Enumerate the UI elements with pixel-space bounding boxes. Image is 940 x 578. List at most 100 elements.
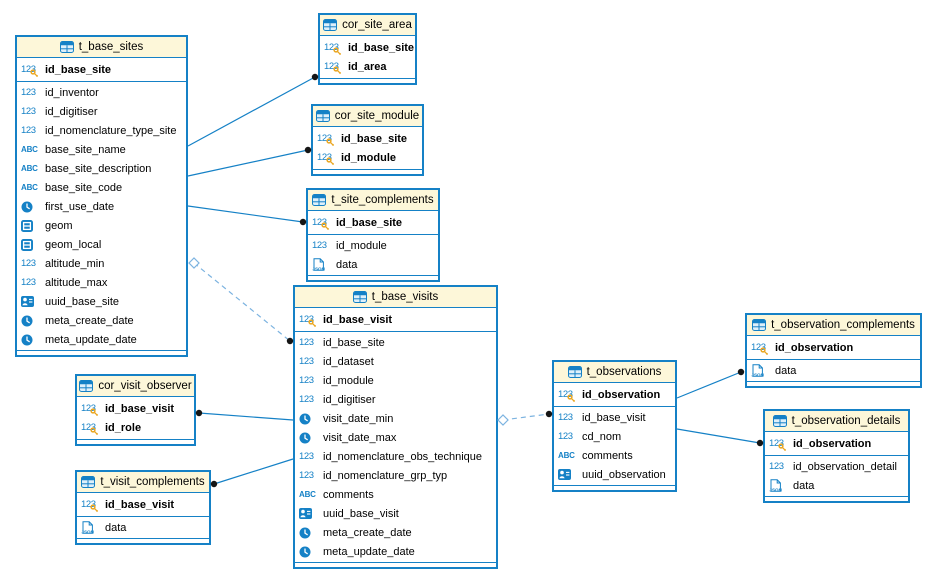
field-row[interactable]: 123 id_observation — [747, 338, 920, 357]
table-t_visit_complements[interactable]: t_visit_complements 123 id_base_visit JS… — [75, 470, 211, 545]
field-name: id_observation — [582, 388, 661, 401]
field-name: base_site_description — [45, 162, 152, 175]
table-header[interactable]: t_base_sites — [17, 37, 186, 58]
field-row[interactable]: 123 id_base_site — [313, 129, 422, 148]
date-icon — [21, 200, 41, 214]
table-header[interactable]: cor_visit_observer — [77, 376, 194, 397]
field-row[interactable]: 123 id_observation — [554, 385, 675, 404]
field-row[interactable]: uuid_observation — [554, 465, 675, 484]
field-row[interactable]: first_use_date — [17, 197, 186, 216]
table-t_observation_complements[interactable]: t_observation_complements 123 id_observa… — [745, 313, 922, 388]
table-header[interactable]: t_observation_details — [765, 411, 908, 432]
field-name: id_inventor — [45, 86, 99, 99]
field-row[interactable]: 123 id_module — [313, 148, 422, 167]
field-row[interactable]: 123 id_base_site — [295, 333, 496, 352]
dot-marker — [737, 368, 745, 376]
field-name: id_observation — [775, 341, 854, 354]
field-row[interactable]: 123 id_module — [308, 236, 438, 255]
table-footer — [308, 276, 438, 280]
svg-text:JSON: JSON — [769, 488, 782, 492]
svg-text:JSON: JSON — [751, 373, 764, 377]
table-t_base_sites[interactable]: t_base_sites 123 id_base_site 123 id_inv… — [15, 35, 188, 357]
relation-t_base_sites--t_site_complements[interactable] — [187, 205, 307, 226]
field-row[interactable]: 123 id_dataset — [295, 352, 496, 371]
field-row[interactable]: 123 id_observation — [765, 434, 908, 453]
field-row[interactable]: JSON data — [747, 361, 920, 380]
field-row[interactable]: ABC base_site_name — [17, 140, 186, 159]
table-header[interactable]: t_observation_complements — [747, 315, 920, 336]
field-row[interactable]: 123 id_nomenclature_grp_typ — [295, 466, 496, 485]
relation-t_base_sites--cor_site_module[interactable] — [187, 146, 312, 177]
field-row[interactable]: meta_update_date — [17, 330, 186, 349]
field-row[interactable]: meta_update_date — [295, 542, 496, 561]
table-header[interactable]: t_base_visits — [295, 287, 496, 308]
field-row[interactable]: ABC comments — [554, 446, 675, 465]
relation-t_visit_complements--t_base_visits[interactable] — [210, 458, 294, 488]
field-row[interactable]: 123 id_role — [77, 418, 194, 437]
field-row[interactable]: 123 id_inventor — [17, 83, 186, 102]
table-cor_site_module[interactable]: cor_site_module 123 id_base_site 123 id_… — [311, 104, 424, 176]
field-row[interactable]: uuid_base_site — [17, 292, 186, 311]
field-row[interactable]: JSON data — [765, 476, 908, 495]
pk-section: 123 id_base_visit — [77, 493, 209, 517]
field-row[interactable]: 123 id_base_site — [320, 38, 415, 57]
table-header[interactable]: t_site_complements — [308, 190, 438, 211]
field-row[interactable]: 123 id_base_visit — [295, 310, 496, 329]
relation-t_observations--t_observation_complements[interactable] — [676, 368, 745, 399]
table-footer — [77, 539, 209, 543]
field-row[interactable]: ABC base_site_description — [17, 159, 186, 178]
table-header[interactable]: t_observations — [554, 362, 675, 383]
relation-t_observations--t_observation_details[interactable] — [676, 428, 764, 447]
field-row[interactable]: 123 id_nomenclature_type_site — [17, 121, 186, 140]
field-row[interactable]: ABC base_site_code — [17, 178, 186, 197]
table-t_observations[interactable]: t_observations 123 id_observation 123 id… — [552, 360, 677, 492]
field-row[interactable]: geom_local — [17, 235, 186, 254]
field-name: visit_date_min — [323, 412, 394, 425]
field-row[interactable]: uuid_base_visit — [295, 504, 496, 523]
relation-cor_visit_observer--t_base_visits[interactable] — [195, 409, 294, 421]
field-row[interactable]: 123 id_module — [295, 371, 496, 390]
field-name: id_module — [336, 239, 387, 252]
number-icon: 123 — [299, 355, 314, 367]
pk-section: 123 id_observation — [765, 432, 908, 456]
field-row[interactable]: visit_date_min — [295, 409, 496, 428]
field-row[interactable]: 123 id_digitiser — [295, 390, 496, 409]
field-row[interactable]: meta_create_date — [295, 523, 496, 542]
field-name: meta_update_date — [323, 545, 415, 558]
field-row[interactable]: 123 id_nomenclature_obs_technique — [295, 447, 496, 466]
table-t_observation_details[interactable]: t_observation_details 123 id_observation… — [763, 409, 910, 503]
field-row[interactable]: 123 altitude_min — [17, 254, 186, 273]
relation-t_base_visits--t_observations[interactable] — [497, 410, 553, 426]
field-row[interactable]: 123 id_observation_detail — [765, 457, 908, 476]
field-row[interactable]: JSON data — [308, 255, 438, 274]
number-icon: 123 — [299, 450, 314, 462]
field-row[interactable]: 123 altitude_max — [17, 273, 186, 292]
field-name: altitude_min — [45, 257, 105, 270]
number-key-icon: 123 — [769, 437, 787, 451]
field-row[interactable]: visit_date_max — [295, 428, 496, 447]
uuid-icon — [299, 507, 319, 521]
table-cor_site_area[interactable]: cor_site_area 123 id_base_site 123 id_ar… — [318, 13, 417, 85]
table-cor_visit_observer[interactable]: cor_visit_observer 123 id_base_visit 123… — [75, 374, 196, 446]
field-name: data — [775, 364, 797, 377]
field-row[interactable]: 123 id_base_site — [17, 60, 186, 79]
field-row[interactable]: 123 id_area — [320, 57, 415, 76]
table-header[interactable]: cor_site_module — [313, 106, 422, 127]
field-row[interactable]: 123 id_base_visit — [554, 408, 675, 427]
field-row[interactable]: JSON data — [77, 518, 209, 537]
field-row[interactable]: meta_create_date — [17, 311, 186, 330]
relation-t_base_sites--t_base_visits[interactable] — [188, 257, 294, 345]
table-t_site_complements[interactable]: t_site_complements 123 id_base_site 123 … — [306, 188, 440, 282]
relation-t_base_sites--cor_site_area[interactable] — [187, 73, 319, 147]
pk-section: 123 id_observation — [554, 383, 675, 407]
field-row[interactable]: 123 id_digitiser — [17, 102, 186, 121]
field-row[interactable]: geom — [17, 216, 186, 235]
table-t_base_visits[interactable]: t_base_visits 123 id_base_visit 123 id_b… — [293, 285, 498, 569]
field-row[interactable]: ABC comments — [295, 485, 496, 504]
field-row[interactable]: 123 id_base_visit — [77, 495, 209, 514]
field-row[interactable]: 123 id_base_site — [308, 213, 438, 232]
table-header[interactable]: t_visit_complements — [77, 472, 209, 493]
field-row[interactable]: 123 id_base_visit — [77, 399, 194, 418]
table-header[interactable]: cor_site_area — [320, 15, 415, 36]
field-row[interactable]: 123 cd_nom — [554, 427, 675, 446]
